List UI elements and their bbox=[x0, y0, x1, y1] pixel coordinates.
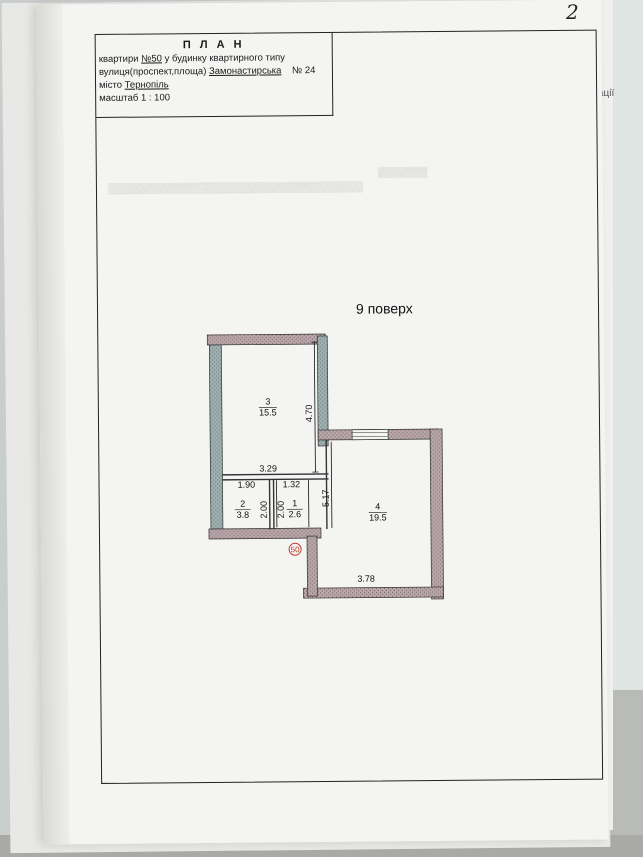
document-page: ▒▒▒▒▒▒▒ ▒▒▒▒▒▒▒▒▒▒▒▒▒▒▒▒▒▒▒▒▒▒▒▒▒▒▒▒▒▒▒▒… bbox=[36, 0, 609, 845]
room-1-number: 1 bbox=[292, 498, 297, 508]
wall-top-left bbox=[206, 333, 326, 346]
partition-horizontal bbox=[222, 473, 329, 476]
room-3-number: 3 bbox=[265, 396, 270, 406]
window bbox=[351, 429, 389, 441]
partition-room4 bbox=[325, 439, 328, 529]
wall-mid-vertical bbox=[316, 335, 329, 447]
room-labels: 3 15.5 2 3.8 1 2.6 4 19.5 bbox=[234, 396, 387, 523]
dimension-ticks bbox=[276, 341, 333, 528]
room-4-area: 19.5 bbox=[369, 512, 387, 522]
wall-bottom-right bbox=[303, 586, 444, 599]
wall-bottom-step bbox=[306, 535, 318, 597]
wall-bottom-left bbox=[208, 527, 322, 540]
dim-1-32: 1.32 bbox=[282, 479, 300, 489]
partition-horizontal-2 bbox=[222, 478, 329, 481]
room-1-area: 2.6 bbox=[289, 509, 302, 519]
dim-4-70: 4.70 bbox=[304, 405, 314, 423]
room-3-area: 15.5 bbox=[259, 407, 277, 417]
page-number: 2 bbox=[566, 0, 579, 24]
edge-partial-text: ації bbox=[598, 88, 615, 99]
dim-3-78: 3.78 bbox=[357, 574, 375, 584]
room-2-number: 2 bbox=[240, 499, 245, 509]
dim-5-17: 5.17 bbox=[321, 489, 331, 507]
dim-2-00-a: 2.00 bbox=[259, 501, 269, 519]
entrance-marker: 50 bbox=[288, 542, 302, 556]
dim-1-90: 1.90 bbox=[238, 480, 256, 490]
entrance-number: 50 bbox=[291, 545, 301, 554]
room-4-number: 4 bbox=[375, 501, 380, 511]
wall-right bbox=[429, 428, 444, 600]
outer-walls bbox=[206, 333, 444, 600]
floor-plan: 3 15.5 2 3.8 1 2.6 4 19.5 4.70 3.29 1.90… bbox=[206, 333, 444, 600]
partitions bbox=[222, 439, 329, 530]
room-2-area: 3.8 bbox=[237, 510, 250, 520]
dim-2-00-b: 2.00 bbox=[276, 501, 286, 519]
dimension-labels: 4.70 3.29 1.90 1.32 2.00 2.00 5.17 3.78 bbox=[238, 405, 375, 584]
dim-3-29: 3.29 bbox=[259, 463, 277, 473]
wall-left bbox=[208, 336, 224, 538]
